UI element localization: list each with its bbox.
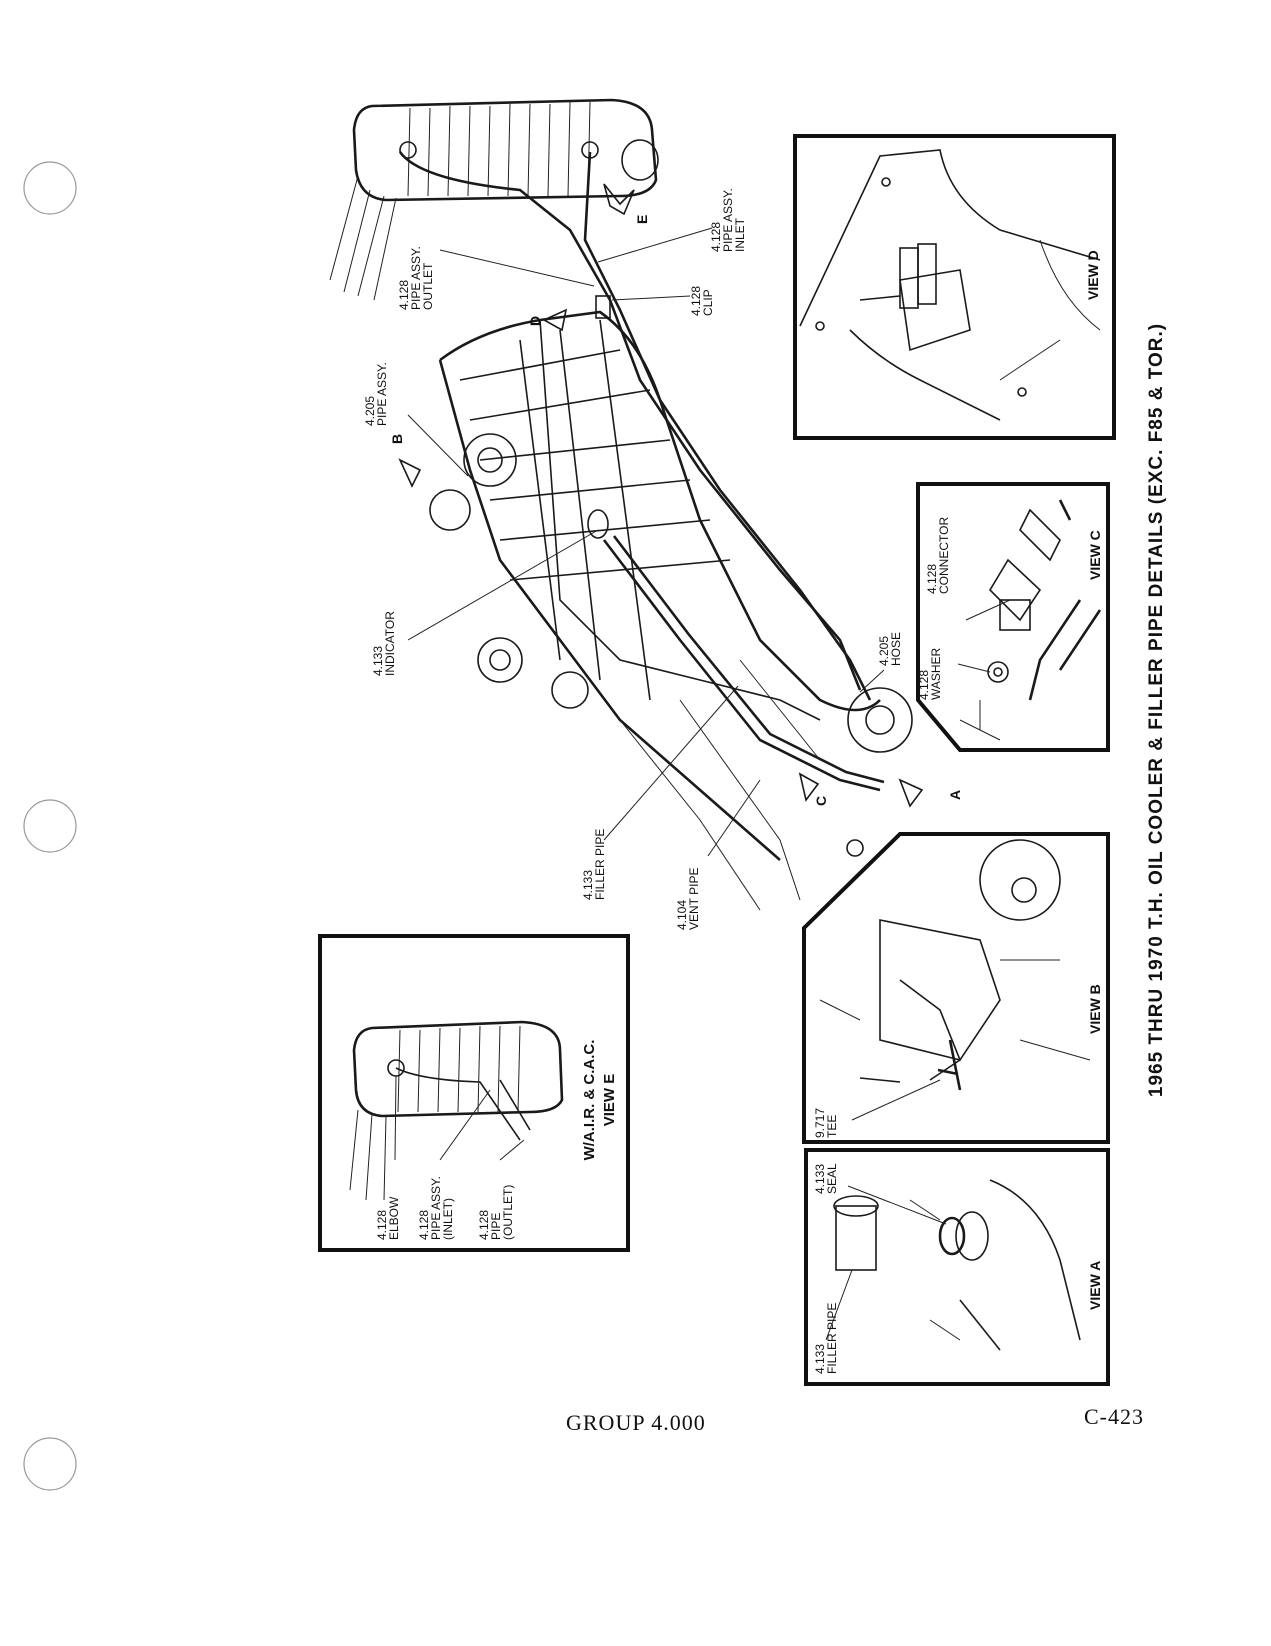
view-d-panel: VIEW D — [793, 134, 1116, 440]
view-c-label-washer: 4.128 WASHER — [917, 647, 943, 700]
view-arrows — [398, 183, 924, 808]
view-e-subtitle: W/A.I.R. & C.A.C. — [581, 1040, 598, 1161]
view-c-panel: 4.128 WASHER 4.128 CONNECTOR VIEW C — [916, 482, 1110, 752]
binder-hole-middle — [23, 799, 77, 853]
label-clip: 4.128 CLIP — [689, 283, 715, 316]
label-hose: 4.205 HOSE — [877, 632, 903, 666]
view-a-label-filler-pipe: 4.133 FILLER PIPE — [813, 1303, 839, 1374]
page-title: 1965 THRU 1970 T.H. OIL COOLER & FILLER … — [1146, 323, 1167, 1097]
label-pipe-assy-205: 4.205 PIPE ASSY. — [363, 362, 389, 426]
engine-block — [429, 310, 913, 911]
view-a-label-seal: 4.133 SEAL — [813, 1161, 839, 1194]
view-e-label-pipe-outlet: 4.128 PIPE (OUTLET) — [477, 1185, 515, 1240]
view-e-panel: 4.128 ELBOW 4.128 PIPE ASSY. (INLET) 4.1… — [318, 934, 630, 1252]
arrow-e-icon — [603, 183, 635, 216]
arrow-c-icon — [798, 772, 820, 802]
footer-page-number: C-423 — [1084, 1404, 1144, 1429]
arrow-a-icon — [898, 778, 924, 808]
view-d-title: VIEW D — [1085, 250, 1101, 300]
label-vent-pipe: 4.104 VENT PIPE — [675, 868, 701, 930]
main-engine-illustration: 4.128 PIPE ASSY. OUTLET 4.128 PIPE ASSY.… — [329, 98, 963, 930]
cooler-pipes — [398, 151, 872, 721]
view-b-panel: 9.717 TEE VIEW B — [802, 832, 1110, 1144]
binder-hole-bottom — [23, 1437, 77, 1491]
view-letter-b: B — [389, 434, 405, 444]
view-a-title: VIEW A — [1087, 1261, 1103, 1310]
view-letter-a: A — [947, 790, 963, 800]
filler-pipe-drawing — [587, 509, 885, 792]
view-c-title: VIEW C — [1087, 530, 1103, 580]
view-letter-e: E — [634, 215, 650, 224]
arrow-b-icon — [398, 458, 422, 488]
label-indicator: 4.133 INDICATOR — [371, 611, 397, 676]
view-b-label-tee: 9.717 TEE — [813, 1105, 839, 1138]
view-e-label-elbow: 4.128 ELBOW — [375, 1196, 401, 1240]
view-e-title: VIEW E — [601, 1074, 618, 1127]
view-letter-d: D — [527, 316, 543, 326]
view-letter-c: C — [813, 796, 829, 806]
view-e-label-pipe-inlet: 4.128 PIPE ASSY. (INLET) — [417, 1173, 455, 1240]
view-c-label-connector: 4.128 CONNECTOR — [925, 517, 951, 594]
leader-lines — [407, 227, 885, 857]
view-a-panel: 4.133 FILLER PIPE 4.133 SEAL VIEW A — [804, 1148, 1110, 1386]
footer-group: GROUP 4.000 — [566, 1410, 706, 1435]
radiator-tank — [329, 98, 659, 301]
label-pipe-inlet: 4.128 PIPE ASSY. INLET — [709, 185, 747, 252]
label-filler-pipe: 4.133 FILLER PIPE — [581, 829, 607, 900]
label-pipe-outlet: 4.128 PIPE ASSY. OUTLET — [397, 243, 435, 310]
arrow-d-icon — [542, 308, 568, 332]
view-b-title: VIEW B — [1087, 984, 1103, 1034]
binder-hole-top — [23, 161, 77, 215]
